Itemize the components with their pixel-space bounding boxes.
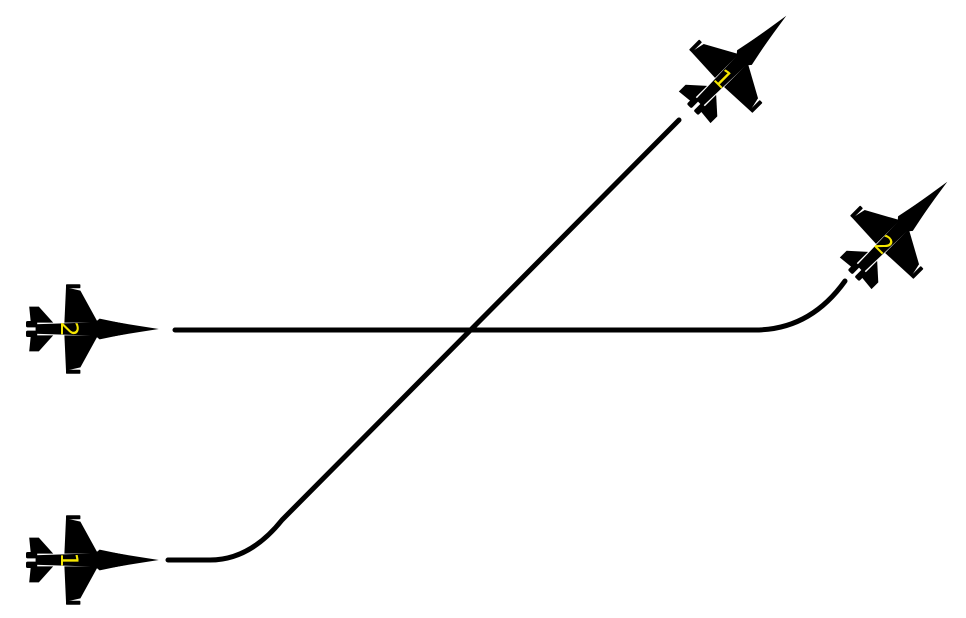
jet-1-start: 1 <box>26 515 159 605</box>
jet-1-end: 1 <box>660 0 818 142</box>
fighter-jet-icon <box>26 515 159 605</box>
jet-2-end: 2 <box>821 150 966 308</box>
jet-2-start: 2 <box>26 284 159 374</box>
fighter-jet-icon <box>660 0 818 142</box>
jet-number-label: 1 <box>55 552 83 567</box>
flight-paths <box>165 117 848 563</box>
path-jet-2 <box>172 278 848 333</box>
fighter-jet-icon <box>26 284 159 374</box>
path-jet-1 <box>165 117 682 563</box>
jet-number-label: 2 <box>55 321 83 336</box>
